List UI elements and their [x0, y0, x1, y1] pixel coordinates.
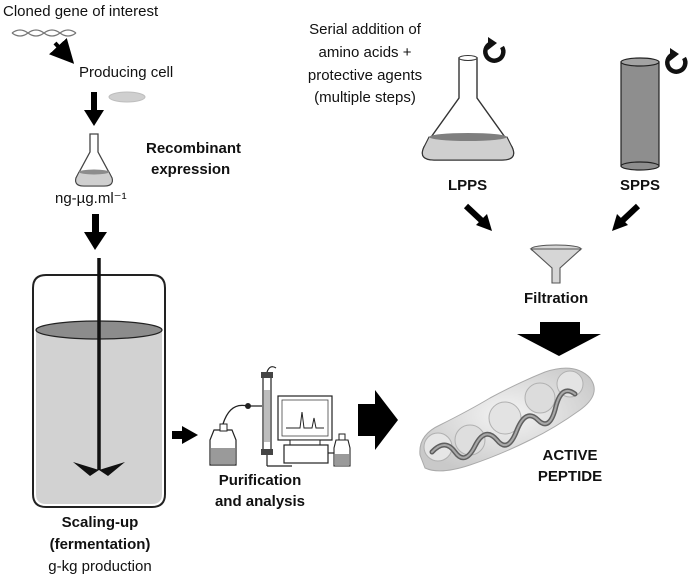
purification-label-line2: and analysis: [214, 493, 306, 510]
column-icon: [620, 57, 660, 171]
arrow-filtration-to-peptide: [517, 322, 601, 356]
refresh-icon: [483, 37, 506, 63]
arrow-spps-to-funnel: [612, 203, 641, 231]
lpps-label: LPPS: [448, 177, 488, 194]
active-peptide-label-line2: PEPTIDE: [537, 468, 603, 485]
arrow-lpps-to-funnel: [463, 203, 492, 231]
dna-icon: [11, 29, 77, 37]
peptide-icon: [419, 367, 595, 472]
flask-icon: [75, 133, 113, 187]
arrow-to-purification: [172, 426, 198, 444]
serial-addition-line3: protective agents: [307, 67, 423, 84]
arrow-flask-to-fermenter: [84, 214, 107, 250]
serial-addition-line2: amino acids +: [318, 44, 412, 61]
scaling-up-label-line3: g-kg production: [48, 558, 152, 575]
arrow-cell-to-flask: [84, 92, 104, 126]
arrow-gene-to-cell: [49, 38, 75, 64]
funnel-icon: [529, 244, 583, 284]
serial-addition-line1: Serial addition of: [309, 21, 421, 38]
producing-cell-label: Producing cell: [79, 64, 174, 81]
spps-label: SPPS: [620, 177, 661, 194]
filtration-label: Filtration: [524, 290, 589, 307]
arrow-to-peptide: [358, 390, 398, 450]
scaling-up-label-line2: (fermentation): [49, 536, 151, 553]
fermenter-icon: [32, 258, 166, 508]
lpps-flask-icon: [421, 55, 515, 161]
recombinant-label-line1: Recombinant: [146, 140, 242, 157]
refresh-icon-spps: [665, 48, 688, 74]
active-peptide-label-line1: ACTIVE: [542, 447, 598, 464]
flask-concentration-label: ng-µg.ml⁻¹: [55, 190, 127, 207]
cloned-gene-label: Cloned gene of interest: [3, 3, 159, 20]
hplc-icon: [209, 366, 351, 467]
recombinant-label-line2: expression: [151, 161, 231, 178]
cell-icon: [108, 91, 146, 103]
purification-label-line1: Purification: [218, 472, 302, 489]
scaling-up-label-line1: Scaling-up: [61, 514, 139, 531]
serial-addition-line4: (multiple steps): [314, 89, 416, 106]
